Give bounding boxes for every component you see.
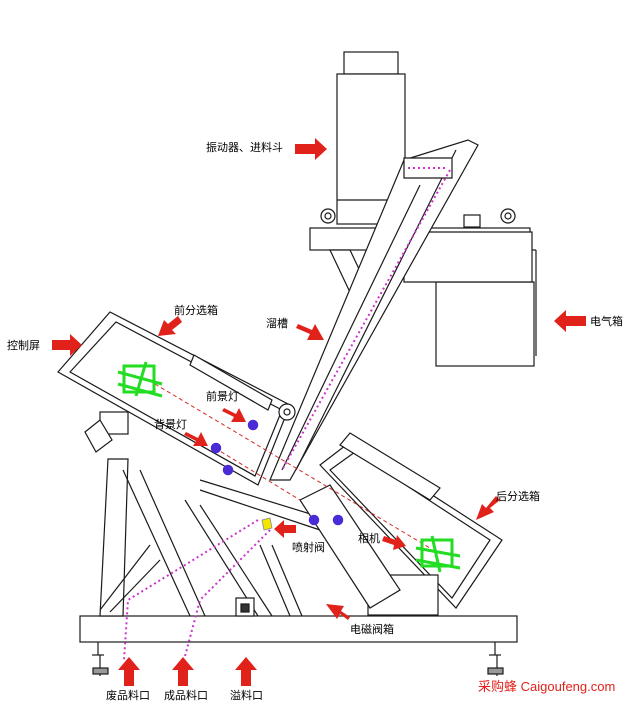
electrical-box — [403, 231, 537, 367]
lamps — [210, 419, 344, 526]
front-sorting-box — [57, 311, 296, 486]
label-rear-sorting-box: 后分选箱 — [496, 490, 540, 503]
base-frame — [79, 615, 518, 676]
label-overflow-outlet: 溢料口 — [230, 689, 263, 702]
arrow-camera-icon — [382, 535, 406, 550]
arrow-electrical-icon — [554, 310, 586, 332]
arrow-back-light-icon — [184, 432, 208, 446]
label-front-sorting-box: 前分选箱 — [174, 304, 218, 317]
material-paths — [123, 167, 451, 661]
label-vibrator-hopper: 振动器、进料斗 — [206, 141, 283, 154]
label-product-outlet: 成品料口 — [164, 689, 208, 702]
callout-arrows — [52, 138, 586, 686]
arrow-chute-icon — [296, 324, 324, 340]
arrow-product-outlet-icon — [172, 657, 194, 686]
arrow-front-box-icon — [158, 316, 182, 336]
label-back-light: 背景灯 — [154, 418, 187, 431]
arrow-reject-outlet-icon — [118, 657, 140, 686]
label-control-screen: 控制屏 — [7, 339, 40, 352]
rear-camera — [415, 535, 461, 573]
watermark: 采购蜂 Caigoufeng.com — [478, 676, 615, 695]
arrow-vibrator-icon — [295, 138, 327, 160]
label-front-light: 前景灯 — [206, 390, 239, 403]
label-reject-outlet: 废品料口 — [106, 689, 150, 702]
watermark-site: Caigoufeng.com — [520, 679, 616, 694]
arrow-rear-box-icon — [476, 496, 500, 520]
chute — [269, 139, 479, 481]
ejector-valve-icon — [261, 517, 273, 531]
arrow-solenoid-icon — [326, 604, 350, 620]
label-electrical-box: 电气箱 — [590, 315, 623, 328]
label-chute: 溜槽 — [266, 317, 288, 330]
watermark-brand: 采购蜂 — [478, 679, 518, 694]
support-frame — [99, 458, 303, 617]
optical-beams — [154, 383, 431, 549]
label-camera: 相机 — [358, 532, 380, 545]
label-solenoid-valve-box: 电磁阀箱 — [350, 623, 394, 636]
label-ejector-valve: 喷射阀 — [292, 541, 325, 554]
front-camera — [117, 361, 163, 398]
arrow-front-light-icon — [222, 408, 246, 422]
arrow-overflow-outlet-icon — [235, 657, 257, 686]
arrow-control-screen-icon — [52, 334, 82, 356]
arrow-ejector-icon — [274, 520, 296, 538]
